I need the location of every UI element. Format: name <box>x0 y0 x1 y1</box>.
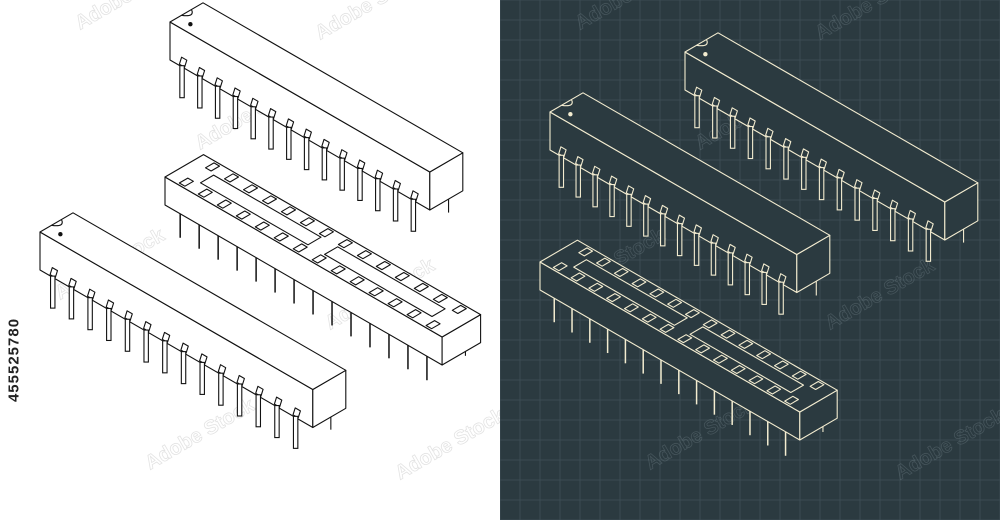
svg-text:Adobe Stock: Adobe Stock <box>312 0 430 44</box>
chip-top-right <box>684 32 979 262</box>
svg-text:Adobe Stock: Adobe Stock <box>812 0 930 44</box>
svg-text:Adobe Stock: Adobe Stock <box>572 0 690 34</box>
chip-bottom-left <box>39 212 347 449</box>
svg-text:Adobe Stock: Adobe Stock <box>892 404 1000 485</box>
chip-top-left <box>169 2 464 232</box>
stock-id-label: 455525780 <box>5 317 23 403</box>
chip-middle-right <box>549 92 831 315</box>
socket-right <box>539 239 838 456</box>
socket-left <box>164 154 482 381</box>
svg-text:Adobe Stock: Adobe Stock <box>392 404 501 485</box>
